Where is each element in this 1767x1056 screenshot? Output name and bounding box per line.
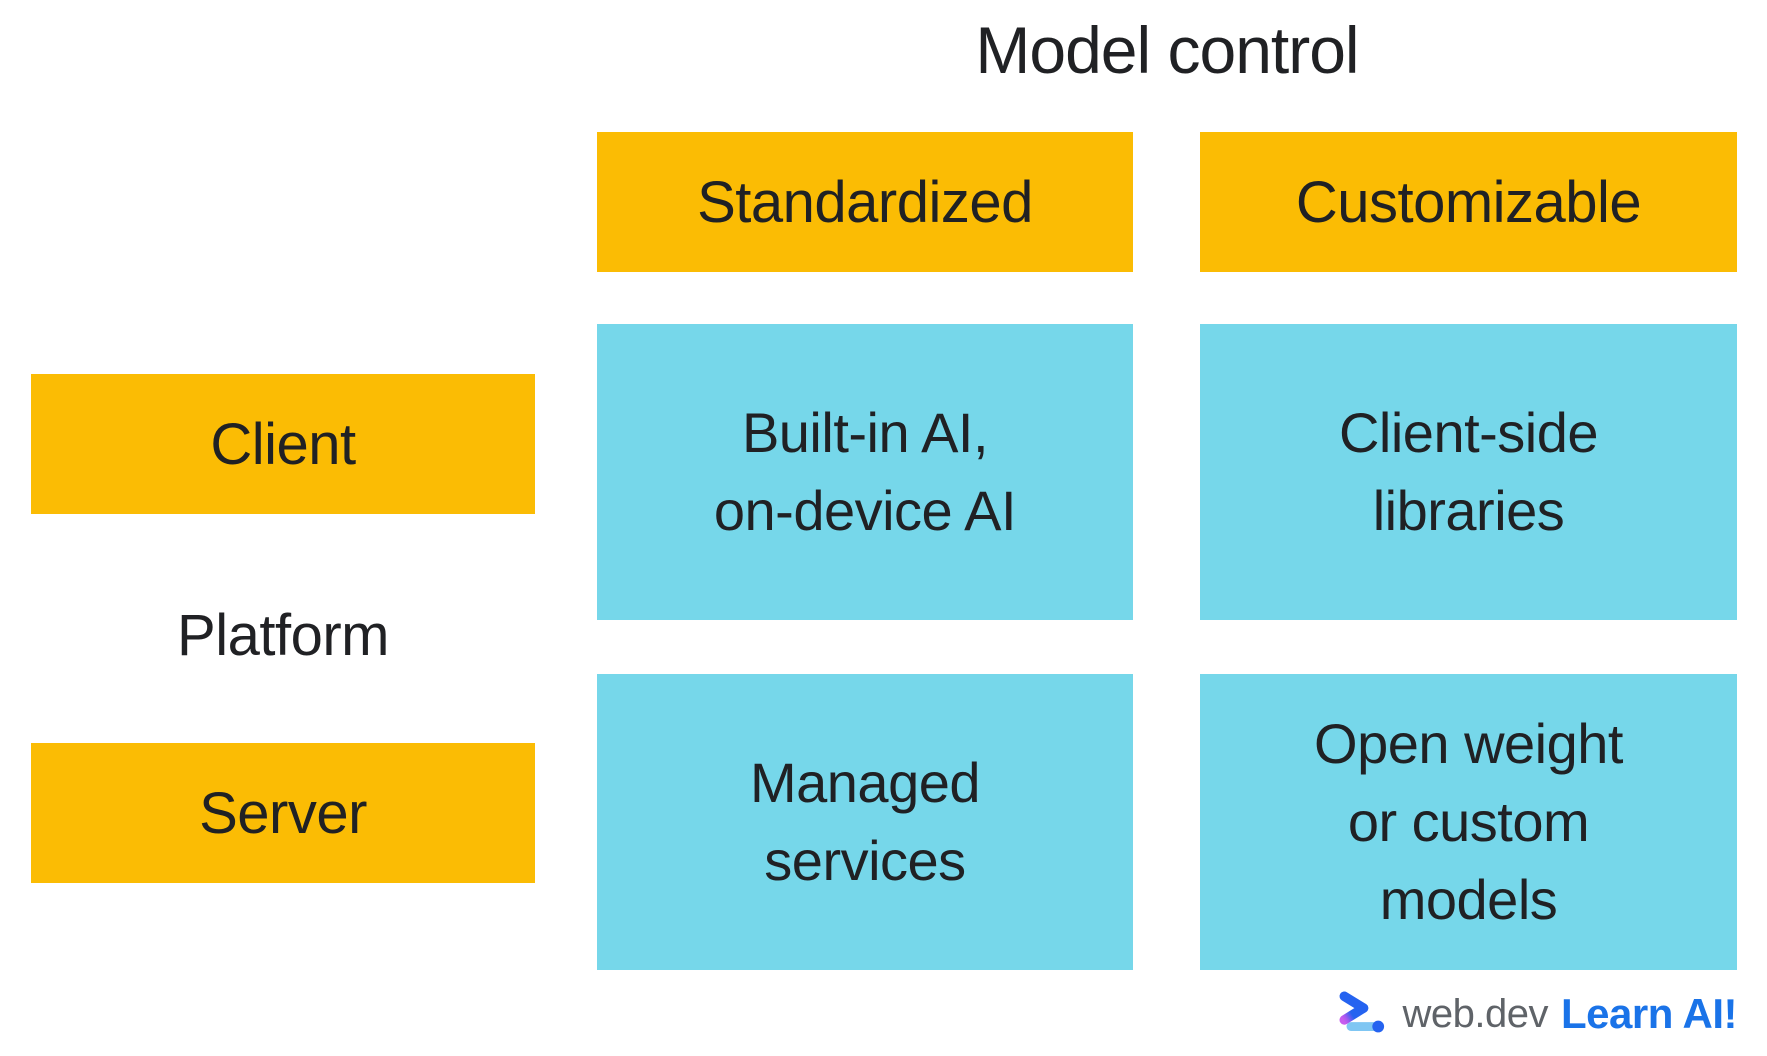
cell-client-customizable: Client-side libraries xyxy=(1200,324,1737,620)
column-header-customizable: Customizable xyxy=(1200,132,1737,272)
cell-text-line: Client-side xyxy=(1338,401,1599,464)
cell-text-line: models xyxy=(1379,868,1558,931)
cell-client-standardized: Built-in AI, on-device AI xyxy=(597,324,1133,620)
cell-text-line: or custom xyxy=(1347,790,1590,853)
row-header-server: Server xyxy=(31,743,535,883)
row-header-label: Server xyxy=(199,780,367,846)
learn-ai-link[interactable]: Learn AI! xyxy=(1561,990,1737,1037)
column-header-label: Standardized xyxy=(697,169,1033,235)
cell-text-line: Built-in AI, xyxy=(741,401,989,464)
column-header-standardized: Standardized xyxy=(597,132,1133,272)
row-header-client: Client xyxy=(31,374,535,514)
cell-text-line: services xyxy=(764,829,966,892)
cell-text-line: on-device AI xyxy=(713,479,1017,542)
web-dev-logo-icon xyxy=(1339,991,1384,1033)
cell-server-customizable: Open weight or custom models xyxy=(1200,674,1737,970)
row-axis-label-platform: Platform xyxy=(177,602,389,668)
column-header-label: Customizable xyxy=(1295,169,1642,235)
cell-server-standardized: Managed services xyxy=(597,674,1133,970)
footer-brand-bar: web.dev Learn AI! xyxy=(1334,982,1737,1046)
brand-name: web.dev xyxy=(1402,991,1549,1036)
page-title: Model control xyxy=(975,13,1359,87)
row-header-label: Client xyxy=(210,411,356,477)
cell-text-line: Open weight xyxy=(1314,712,1623,775)
cell-text-line: libraries xyxy=(1372,479,1565,542)
cell-text-line: Managed xyxy=(749,751,981,814)
